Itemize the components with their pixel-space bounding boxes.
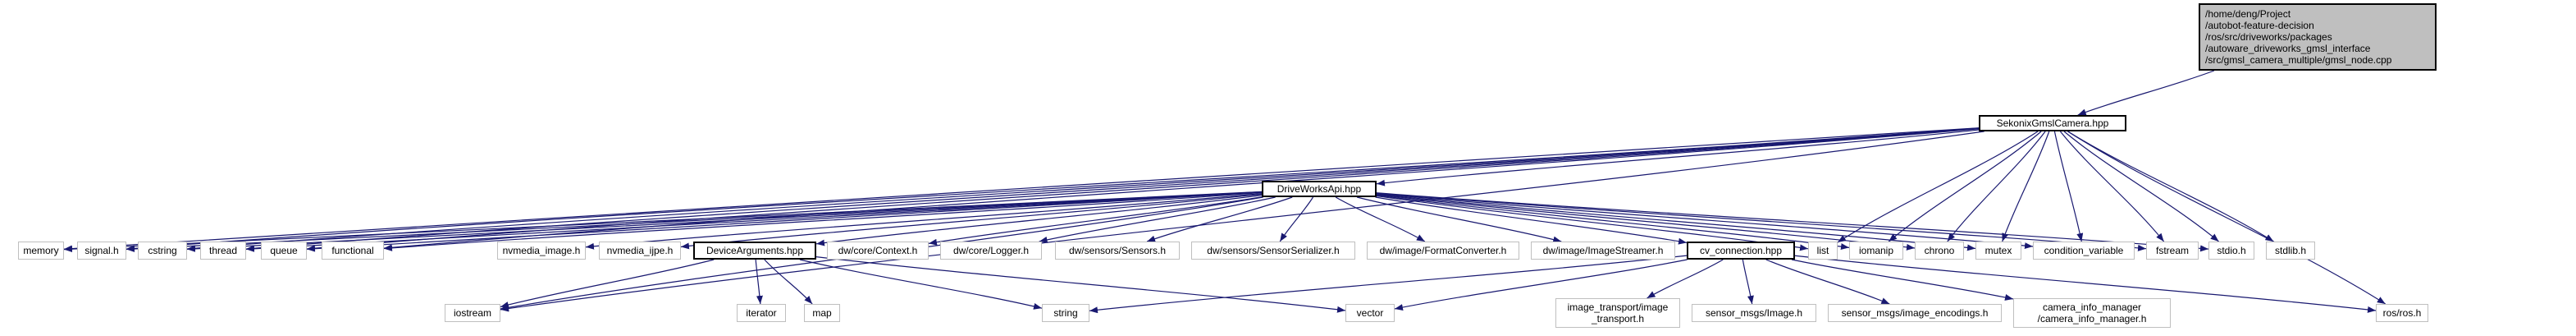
node-device-arguments[interactable]: DeviceArguments.hpp (693, 242, 816, 260)
node-dw-image-streamer[interactable]: dw/image/ImageStreamer.h (1531, 242, 1675, 260)
edge-driveworks-to-dw_serializer (1279, 196, 1314, 242)
edge-driveworks-to-devargs (815, 195, 1263, 246)
node-vector[interactable]: vector (1345, 304, 1395, 322)
node-camera-info-manager[interactable]: camera_info_manager /camera_info_manager… (2013, 298, 2171, 328)
root-path-line-4: /autoware_driveworks_gmsl_interface (2205, 43, 2371, 54)
edge-driveworks-to-dw_streamer (1356, 196, 1562, 243)
edge-cv_connection-to-string (1089, 255, 1688, 314)
edge-cv_connection-to-camera_info (1791, 259, 2014, 301)
edge-sekonix-to-fstream (2059, 131, 2165, 242)
edge-cv_connection-to-image_transport (1647, 259, 1724, 299)
camera-info-line-2: /camera_info_manager.h (2037, 313, 2147, 324)
node-sensor-msgs-image[interactable]: sensor_msgs/Image.h (1692, 304, 1816, 322)
edge-driveworks-to-chrono (1376, 194, 1916, 251)
edge-root-to-sekonix (2077, 70, 2215, 116)
node-nvmedia-ijpe-h[interactable]: nvmedia_ijpe.h (599, 242, 681, 260)
node-cstring[interactable]: cstring (138, 242, 187, 260)
edge-sekonix-to-signal (126, 127, 1980, 252)
edge-sekonix-to-cstring (186, 127, 1980, 252)
edge-driveworks-to-condvar (1376, 193, 2034, 250)
root-path-line-5: /src/gmsl_camera_multiple/gmsl_node.cpp (2205, 54, 2392, 66)
edge-driveworks-to-list (1376, 195, 1809, 251)
edge-cv_connection-to-sensor_enc (1765, 259, 1890, 305)
node-iostream[interactable]: iostream (445, 304, 500, 322)
node-queue[interactable]: queue (261, 242, 307, 260)
edge-sekonix-to-condvar (2053, 131, 2084, 242)
edge-cv_connection-to-vector (1394, 259, 1688, 311)
root-path-line-3: /ros/src/driveworks/packages (2205, 31, 2332, 43)
node-stdlib-h[interactable]: stdlib.h (2266, 242, 2315, 260)
edge-sekonix-to-functional (383, 128, 1980, 251)
edge-sekonix-to-chrono (1947, 131, 2046, 242)
edge-driveworks-to-dw_logger (1039, 196, 1276, 243)
edge-driveworks-to-dw_format (1335, 196, 1426, 242)
edge-sekonix-to-stdlib (2067, 131, 2274, 242)
edge-sekonix-to-thread (245, 127, 1980, 252)
edge-driveworks-to-nvmedia_ijpe (680, 193, 1263, 250)
edge-driveworks-to-dw_sensors (1146, 196, 1293, 242)
node-mutex[interactable]: mutex (1975, 242, 2021, 260)
edge-driveworks-to-iomanip (1376, 195, 1850, 251)
node-signal-h[interactable]: signal.h (77, 242, 126, 260)
node-cv-connection[interactable]: cv_connection.hpp (1687, 242, 1795, 260)
image-transport-line-2: _transport.h (1591, 313, 1645, 324)
edge-sekonix-to-iomanip (1888, 131, 2042, 242)
node-dw-core-context[interactable]: dw/core/Context.h (827, 242, 929, 260)
root-file-node[interactable]: /home/deng/Project /autobot-feature-deci… (2199, 3, 2437, 71)
edge-devargs-to-string (799, 259, 1043, 310)
edge-driveworks-to-functional (383, 191, 1263, 251)
node-stdio-h[interactable]: stdio.h (2208, 242, 2254, 260)
edge-sekonix-to-driveworks (1376, 129, 1980, 186)
node-fstream[interactable]: fstream (2146, 242, 2199, 260)
node-dw-sensor-serializer[interactable]: dw/sensors/SensorSerializer.h (1191, 242, 1355, 260)
node-ros-h[interactable]: ros/ros.h (2376, 304, 2428, 322)
node-driveworks-api[interactable]: DriveWorksApi.hpp (1262, 181, 1377, 197)
edge-driveworks-to-fstream (1376, 192, 2147, 251)
node-list[interactable]: list (1808, 242, 1838, 260)
node-string[interactable]: string (1042, 304, 1089, 322)
node-sensor-msgs-image-encodings[interactable]: sensor_msgs/image_encodings.h (1828, 304, 2002, 322)
edge-sekonix-to-stdio (2063, 131, 2219, 242)
node-thread[interactable]: thread (200, 242, 246, 260)
node-nvmedia-image-h[interactable]: nvmedia_image.h (497, 242, 586, 260)
node-sekonix-gmsl-camera[interactable]: SekonixGmslCamera.hpp (1979, 115, 2126, 131)
edge-devargs-to-iterator (755, 259, 763, 305)
node-image-transport[interactable]: image_transport/image _transport.h (1555, 298, 1680, 328)
root-path-line-1: /home/deng/Project (2205, 8, 2291, 20)
node-iomanip[interactable]: iomanip (1849, 242, 1903, 260)
edge-driveworks-to-nvmedia_image (585, 192, 1263, 250)
node-functional[interactable]: functional (322, 242, 384, 260)
edge-cv_connection-to-ros (1794, 255, 2377, 313)
edge-sekonix-to-mutex (2002, 131, 2050, 242)
node-map[interactable]: map (804, 304, 840, 322)
root-path-line-2: /autobot-feature-decision (2205, 20, 2314, 31)
edge-sekonix-to-iostream (500, 131, 1985, 312)
edge-driveworks-to-dw_context (928, 196, 1263, 246)
edge-driveworks-to-mutex (1376, 193, 1976, 251)
node-chrono[interactable]: chrono (1915, 242, 1964, 260)
node-condition-variable[interactable]: condition_variable (2033, 242, 2135, 260)
image-transport-line-1: image_transport/image (1567, 301, 1669, 313)
edge-devargs-to-iostream (500, 259, 715, 308)
edge-devargs-to-map (764, 259, 813, 305)
node-iterator[interactable]: iterator (737, 304, 786, 322)
node-dw-sensors[interactable]: dw/sensors/Sensors.h (1055, 242, 1180, 260)
edge-cv_connection-to-sensor_image (1742, 259, 1754, 305)
edge-sekonix-to-ros (2067, 131, 2386, 305)
node-dw-core-logger[interactable]: dw/core/Logger.h (940, 242, 1042, 260)
camera-info-line-1: camera_info_manager (2042, 301, 2142, 313)
edge-driveworks-to-cv_connection (1375, 196, 1688, 245)
edge-devargs-to-vector (815, 256, 1346, 313)
edge-driveworks-to-stdio (1376, 192, 2209, 252)
node-dw-format-converter[interactable]: dw/image/FormatConverter.h (1367, 242, 1519, 260)
node-memory[interactable]: memory (18, 242, 64, 260)
